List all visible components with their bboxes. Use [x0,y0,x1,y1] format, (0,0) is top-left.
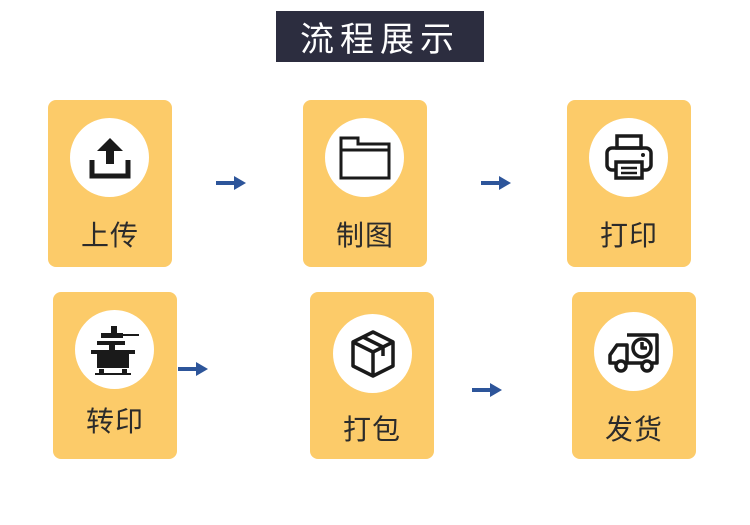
folder-icon [325,118,404,197]
step-card-transfer: 转印 [53,292,177,459]
step-label: 打包 [342,413,401,446]
step-label: 制图 [335,219,394,252]
step-label: 上传 [80,219,139,252]
step-card-upload: 上传 [48,100,172,267]
step-card-ship: 发货 [572,292,696,459]
arrow-right-icon [472,383,502,397]
arrow-right-icon [481,176,511,190]
delivery-truck-icon [594,312,673,391]
package-box-icon [333,314,412,393]
step-card-print: 打印 [567,100,691,267]
heat-press-icon [75,310,154,389]
step-card-design: 制图 [303,100,427,267]
page-title: 流程展示 [276,11,484,62]
step-card-pack: 打包 [310,292,434,459]
step-label: 打印 [599,219,658,252]
arrow-right-icon [178,362,208,376]
step-label: 转印 [85,405,144,438]
step-label: 发货 [604,413,663,446]
arrow-right-icon [216,176,246,190]
printer-icon [589,118,668,197]
upload-icon [70,118,149,197]
